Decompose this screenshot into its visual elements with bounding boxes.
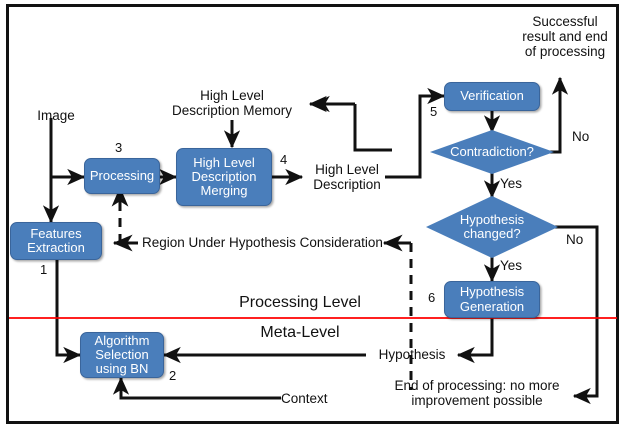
node-label-processing: Processing (89, 167, 155, 183)
node-label-hypothesis-changed: Hypothesis changed? (426, 211, 558, 241)
number-1: 1 (40, 262, 47, 277)
text-line: High Level (193, 154, 255, 170)
text-line: Hypothesis (459, 211, 525, 227)
label-high-level-description-memory: High Level Description Memory (152, 88, 312, 118)
label-end-of-processing: End of processing: no more improvement p… (382, 378, 572, 408)
text-line: Description Memory (171, 103, 293, 119)
text-line: 1 (40, 262, 48, 277)
label-meta-level: Meta-Level (210, 324, 390, 342)
text-line: Selection (95, 346, 149, 362)
edge-label-no-contradiction: No (572, 129, 589, 144)
text-line: High Level (200, 88, 264, 103)
number-3: 3 (115, 140, 122, 155)
text-line: Merging (200, 183, 248, 199)
text-line: improvement possible (411, 393, 543, 409)
text-line: Hypothesis (378, 347, 446, 362)
text-line: Yes (500, 258, 523, 273)
node-label-verification: Verification (460, 88, 524, 104)
label-region-under-hypothesis-consideration: Region Under Hypothesis Consideration (142, 235, 392, 250)
text-line: using BN (95, 361, 149, 377)
text-line: of processing (524, 44, 606, 60)
text-line: Successful (532, 14, 598, 29)
label-processing-level: Processing Level (210, 294, 390, 312)
node-label-hypothesis-generation: Hypothesis Generation (460, 285, 524, 313)
text-line: Algorithm (94, 332, 150, 348)
number-6: 6 (428, 290, 435, 305)
text-line: Image (37, 108, 75, 123)
edge-label-yes-hypothesis-changed: Yes (500, 258, 522, 273)
number-2: 2 (169, 368, 176, 383)
text-line: 4 (280, 152, 288, 167)
node-contradiction[interactable]: Contradiction? (430, 130, 554, 174)
node-verification[interactable]: Verification (444, 82, 540, 111)
text-line: No (572, 129, 590, 144)
text-line: 5 (430, 104, 438, 119)
text-line: High Level (315, 162, 379, 177)
node-processing[interactable]: Processing (84, 158, 160, 194)
diagram-frame (6, 4, 619, 424)
text-line: No (566, 232, 584, 247)
label-context: Context (281, 391, 351, 406)
text-line: Context (281, 391, 328, 406)
edge-label-yes-contradiction: Yes (500, 176, 522, 191)
label-hypothesis: Hypothesis (366, 347, 458, 362)
node-hypothesis-changed[interactable]: Hypothesis changed? (426, 196, 558, 258)
label-successful-result: Successful result and end of processing (510, 14, 620, 59)
text-line: Description (191, 168, 257, 184)
text-line: End of processing: no more (394, 378, 560, 393)
text-line: Description (313, 177, 381, 193)
text-line: 2 (169, 368, 177, 383)
number-4: 4 (280, 152, 287, 167)
text-line: Features (30, 225, 82, 241)
text-line: changed? (463, 226, 521, 241)
text-line: Generation (459, 298, 525, 314)
text-line: 3 (115, 140, 123, 155)
label-high-level-description: High Level Description (304, 162, 390, 192)
edge-label-no-hypothesis-changed: No (566, 232, 583, 247)
node-high-level-description-merging[interactable]: High Level Description Merging (176, 148, 272, 206)
text-line: 6 (428, 290, 436, 305)
text-line: Processing Level (239, 294, 361, 311)
text-line: Hypothesis (459, 284, 525, 300)
label-image: Image (26, 108, 86, 123)
number-5: 5 (430, 104, 437, 119)
text-line: result and end (522, 29, 608, 45)
node-algorithm-selection[interactable]: Algorithm Selection using BN (80, 332, 164, 378)
node-label-features-extraction: Features Extraction (27, 225, 85, 255)
node-label-merging: High Level Description Merging (191, 154, 257, 199)
node-label-algorithm-selection: Algorithm Selection using BN (94, 332, 150, 377)
node-hypothesis-generation[interactable]: Hypothesis Generation (444, 281, 540, 318)
text-line: Yes (500, 176, 523, 191)
text-line: Meta-Level (260, 324, 340, 341)
text-line: Extraction (27, 240, 85, 255)
node-label-contradiction: Contradiction? (450, 143, 534, 159)
text-line: Region Under Hypothesis Consideration (142, 235, 383, 250)
node-features-extraction[interactable]: Features Extraction (10, 222, 102, 260)
